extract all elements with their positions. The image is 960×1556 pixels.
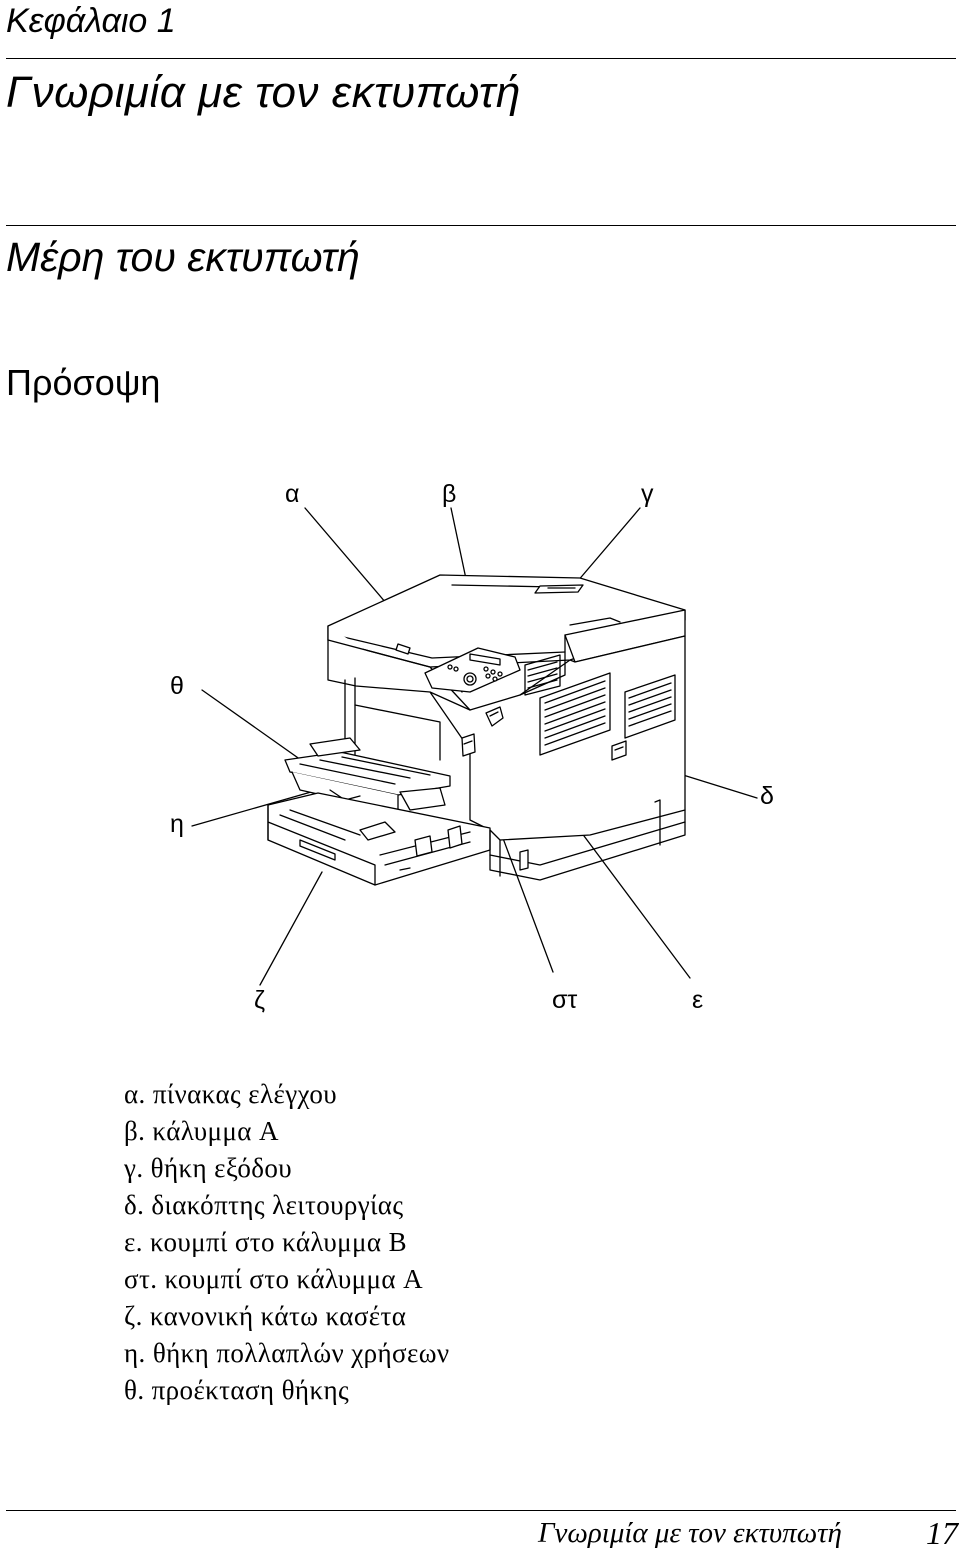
legend-item: ε. κουμπί στο κάλυμμα B <box>124 1227 408 1257</box>
footer-rule <box>6 1510 956 1511</box>
section-title: Μέρη του εκτυπωτή <box>6 234 360 280</box>
footer-title: Γνωριμία με τον εκτυπωτή <box>538 1517 842 1549</box>
lcd-display <box>469 653 501 666</box>
section-rule <box>6 225 956 226</box>
legend-item: ζ. κανονική κάτω κασέτα <box>124 1301 407 1331</box>
callout-d: δ <box>760 782 774 810</box>
side-vent-right <box>624 674 676 739</box>
legend-item: β. κάλυμμα A <box>124 1116 279 1146</box>
power-switch <box>611 740 627 761</box>
page-number: 17 <box>926 1515 958 1551</box>
printer-illustration <box>191 507 758 986</box>
parts-legend: α. πίνακας ελέγχου β. κάλυμμα A γ. θήκη … <box>124 1076 450 1409</box>
cover-b-button <box>485 706 504 727</box>
legend-item: γ. θήκη εξόδου <box>124 1153 293 1183</box>
cover-a-button <box>461 733 476 757</box>
callout-c: γ <box>641 480 654 508</box>
subsection-title: Πρόσοψη <box>6 362 161 403</box>
chapter-title: Γνωριμία με τον εκτυπωτή <box>6 68 521 117</box>
legend-item: δ. διακόπτης λειτουργίας <box>124 1190 404 1220</box>
callout-e: ε <box>692 986 704 1014</box>
callout-a: α <box>285 480 300 508</box>
callout-g: ζ <box>254 986 266 1014</box>
chapter-rule <box>6 58 956 59</box>
legend-item: η. θήκη πολλαπλών χρήσεων <box>124 1338 450 1368</box>
callout-b: β <box>442 480 457 508</box>
callout-h: η <box>170 810 184 838</box>
leader-line-h <box>191 789 319 827</box>
side-vent-left <box>539 672 611 756</box>
output-tray <box>534 584 584 594</box>
callout-f: στ <box>552 986 578 1014</box>
legend-item: στ. κουμπί στο κάλυμμα A <box>124 1264 423 1294</box>
printer-front-figure: α β γ θ δ η ζ στ ε <box>0 460 960 1020</box>
leader-line-g <box>259 871 323 986</box>
legend-item: α. πίνακας ελέγχου <box>124 1079 338 1109</box>
legend-item: θ. προέκταση θήκης <box>124 1375 350 1405</box>
chapter-label: Κεφάλαιο 1 <box>6 2 176 40</box>
callout-i: θ <box>170 672 184 700</box>
upper-vent <box>524 654 561 696</box>
